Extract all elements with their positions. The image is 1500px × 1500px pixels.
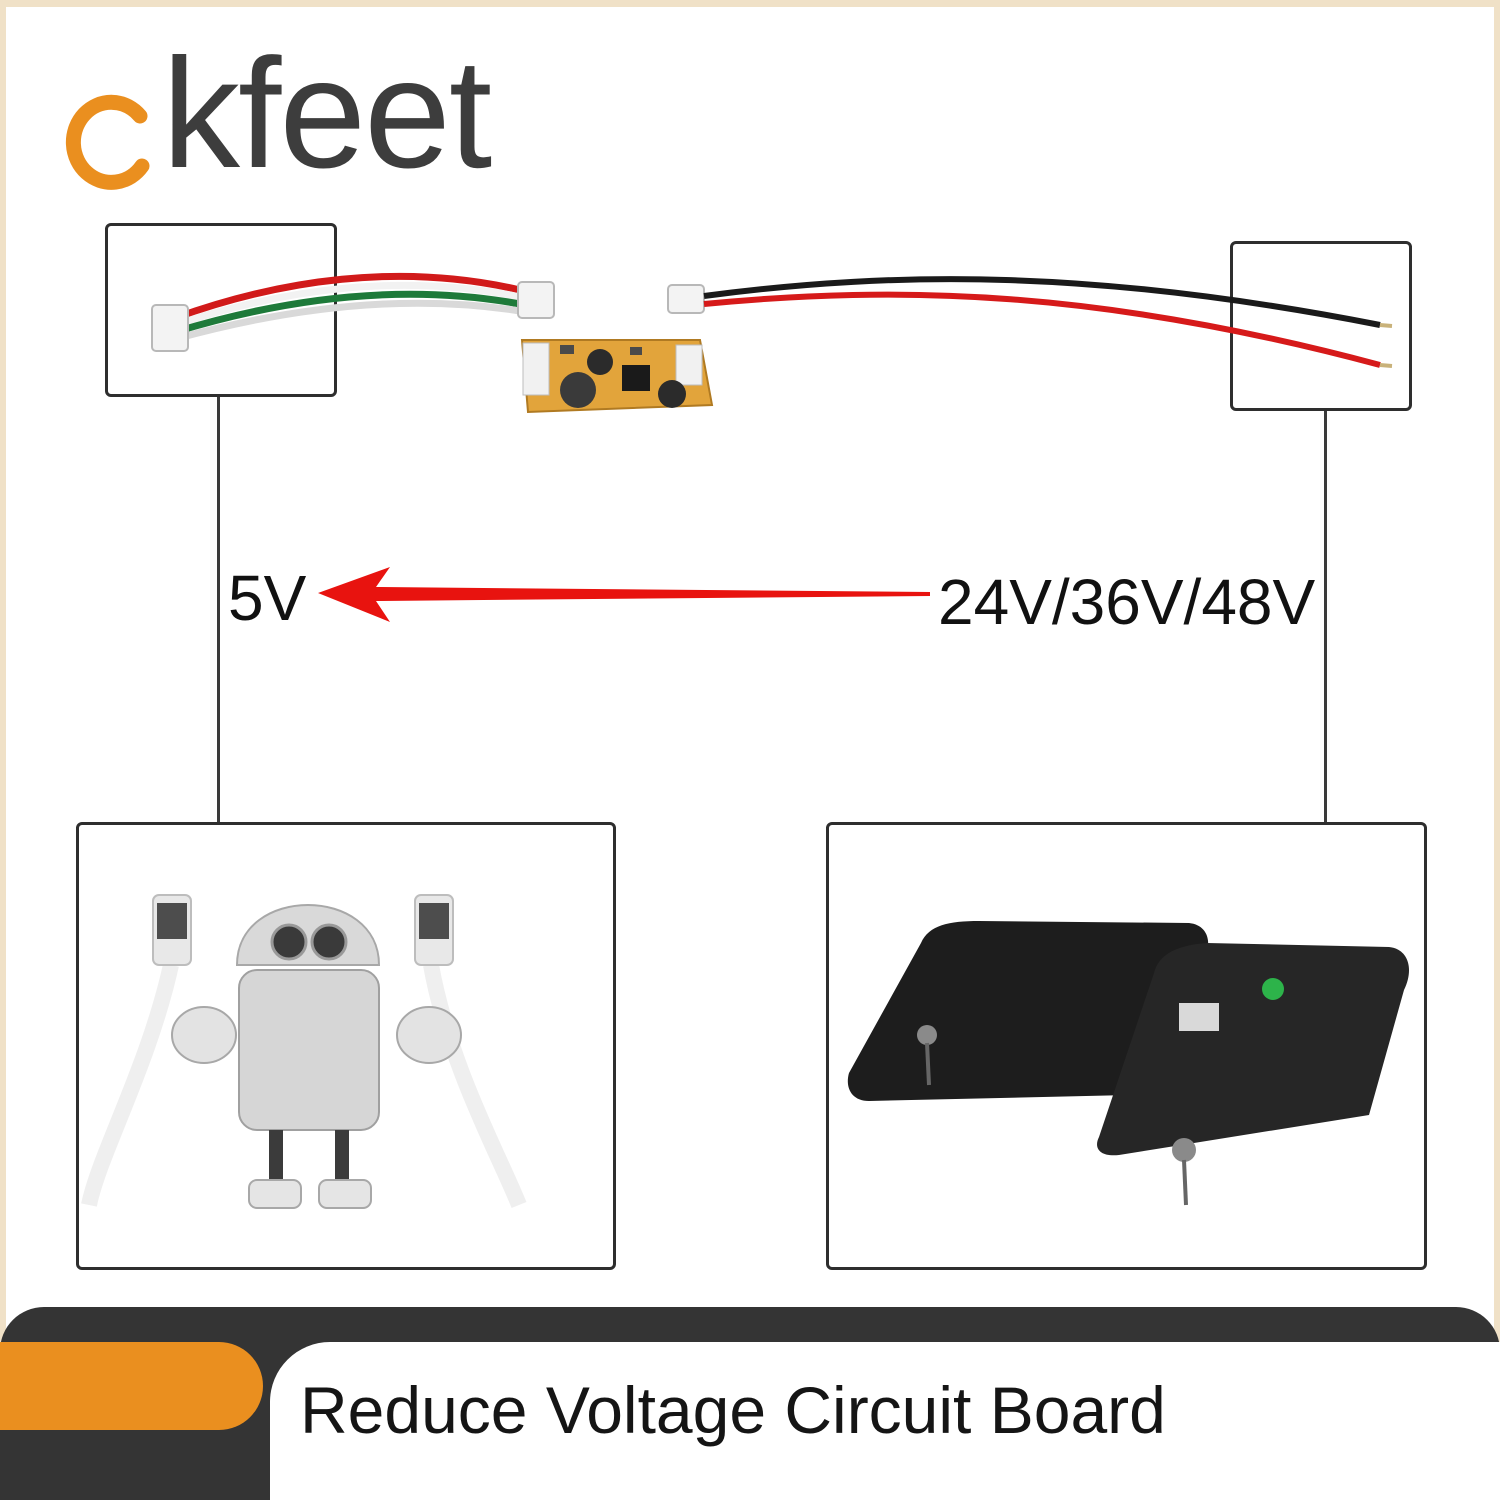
output-device-frame — [76, 822, 616, 1270]
red-arrow-icon — [318, 567, 930, 622]
input-device-frame — [826, 822, 1427, 1270]
left-border — [0, 0, 6, 1500]
logo-o-mark: O — [65, 94, 150, 190]
brand-logo: O kfeet — [52, 27, 512, 201]
circuit-board-assembly — [151, 272, 1393, 414]
output-voltage-label: 5V — [228, 562, 307, 634]
robot-usb-icon — [81, 894, 527, 1209]
right-border — [1494, 0, 1500, 1500]
right-connector-line — [1324, 411, 1327, 825]
logo-text: kfeet — [162, 27, 492, 201]
input-cable — [667, 276, 1393, 368]
pcb-board — [520, 339, 714, 414]
left-connector-line — [217, 397, 220, 825]
banner-title-panel — [270, 1342, 1500, 1500]
output-cable — [151, 272, 555, 352]
banner-title: Reduce Voltage Circuit Board — [300, 1373, 1166, 1447]
top-border — [0, 0, 1500, 7]
battery-pack-icon — [847, 921, 1409, 1206]
input-voltage-label: 24V/36V/48V — [938, 566, 1316, 638]
banner-accent — [0, 1342, 263, 1430]
